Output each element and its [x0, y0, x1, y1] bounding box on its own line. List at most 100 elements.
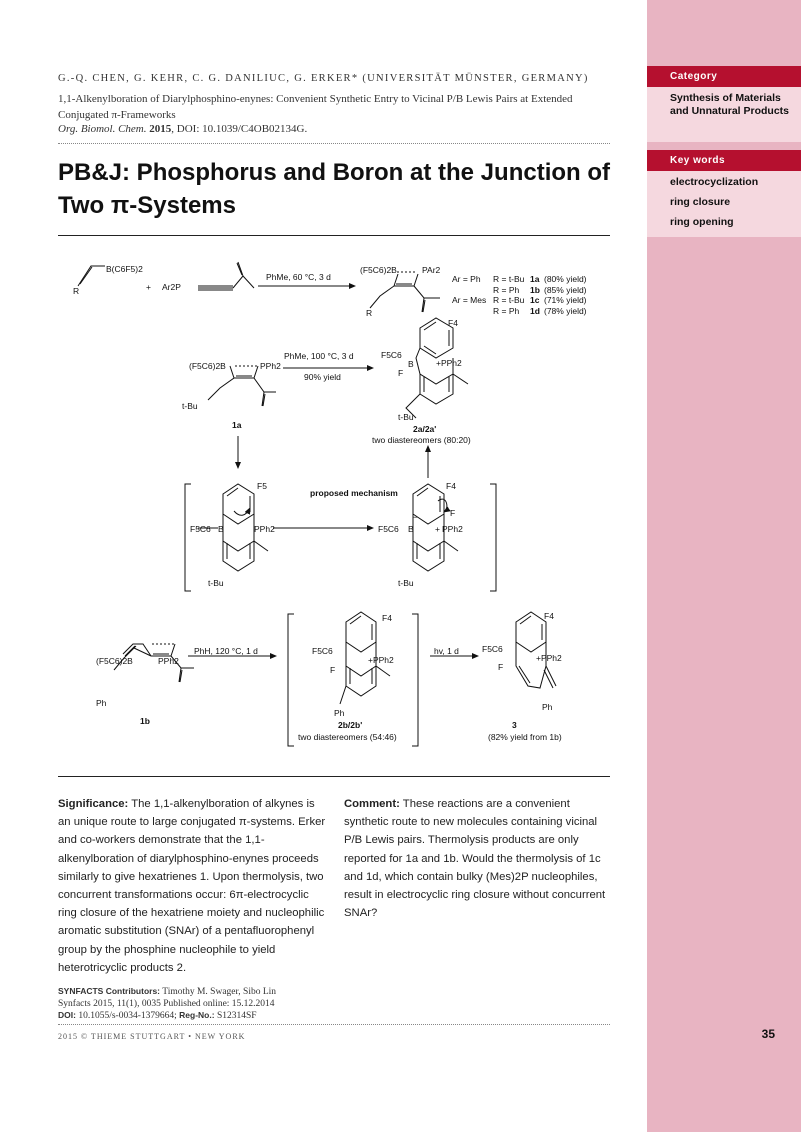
- page-number: 35: [761, 1027, 775, 1041]
- reactant-1a-phosphorus: PPh2: [260, 361, 281, 371]
- compound-1a-label: 1a: [232, 420, 242, 430]
- comment-paragraph: Comment: These reactions are a convenien…: [344, 795, 614, 922]
- reactant-1a-tbu: t-Bu: [182, 401, 198, 411]
- comment-text: These reactions are a convenient synthet…: [344, 798, 606, 920]
- reg-value: S12314SF: [216, 1011, 257, 1021]
- keywords-header: Key words: [647, 150, 801, 171]
- product-3-ph: Ph: [542, 702, 553, 712]
- mid-f4: F4: [382, 613, 392, 623]
- reagent-enyne: Ar2P: [162, 282, 181, 292]
- mechanism-label: proposed mechanism: [310, 488, 398, 498]
- mech-right-minus: −: [413, 512, 418, 522]
- reactant-1b-phosphorus: PPh2: [158, 656, 179, 666]
- result-id: 1c: [530, 295, 540, 305]
- product-1-phosphorus: PAr2: [422, 265, 441, 275]
- keyword-item: ring closure: [670, 196, 731, 208]
- journal-name: Org. Biomol. Chem.: [58, 123, 147, 135]
- journal-year: 2015: [149, 123, 172, 135]
- doi-label: DOI:: [58, 1010, 76, 1020]
- product-2-c6f5: F5C6: [381, 350, 402, 360]
- divider: [58, 235, 610, 236]
- conditions-3: PhH, 120 °C, 1 d: [194, 646, 258, 656]
- product-1-r: R: [366, 308, 372, 318]
- result-r: R = t-Bu: [493, 274, 525, 284]
- category-header: Category: [647, 66, 801, 87]
- conditions-2: PhMe, 100 °C, 3 d: [284, 351, 354, 361]
- product-3-fluorine: F: [498, 662, 503, 672]
- result-id: 1a: [530, 274, 540, 284]
- contributors-label: SYNFACTS Contributors:: [58, 986, 160, 996]
- significance-label: Significance:: [58, 798, 129, 810]
- mech-left-phosphorus: PPh2: [254, 524, 275, 534]
- contributors-block: SYNFACTS Contributors: Timothy M. Swager…: [58, 986, 276, 1023]
- keywords-box: electrocyclization ring closure ring ope…: [647, 171, 801, 237]
- result-ar: Ar = Mes: [452, 295, 486, 305]
- results-table: Ar = Ph R = t-Bu 1a (80% yield) R = Ph 1…: [452, 274, 587, 316]
- mech-left-tbu: t-Bu: [208, 578, 224, 588]
- product-2-f4: F4: [448, 318, 458, 328]
- result-id: 1b: [530, 285, 540, 295]
- yield-2: 90% yield: [304, 372, 341, 382]
- mech-right-boron: B: [408, 524, 414, 534]
- mech-right-c6f5: F5C6: [378, 524, 399, 534]
- reactant-1b-boron: (F5C6)2B: [96, 656, 133, 666]
- reactant-1b-ph: Ph: [96, 698, 107, 708]
- photolysis-conditions: hv, 1 d: [434, 646, 459, 656]
- divider: [58, 143, 610, 144]
- reg-label: Reg-No.:: [179, 1010, 215, 1020]
- result-yield: (78% yield): [544, 306, 587, 316]
- mech-right-f: F: [450, 508, 455, 518]
- comment-label: Comment:: [344, 798, 400, 810]
- reaction-scheme: B(C6F5)2 R + Ar2P PhMe, 60 °C, 3 d (F5C6…: [73, 261, 587, 747]
- mech-right-f4: F4: [446, 481, 456, 491]
- result-ar: Ar = Ph: [452, 274, 481, 284]
- product-2-fluorine: F: [398, 368, 403, 378]
- journal-doi: , DOI: 10.1039/C4OB02134G.: [171, 123, 308, 135]
- reactant-1a-boron: (F5C6)2B: [189, 361, 226, 371]
- synfacts-citation: Synfacts 2015, 11(1), 0035 Published onl…: [58, 998, 275, 1009]
- keyword-item: ring opening: [670, 216, 734, 228]
- mid-fluorine: F: [330, 665, 335, 675]
- mid-phosphonium: +PPh2: [368, 655, 394, 665]
- product-1-boron: (F5C6)2B: [360, 265, 397, 275]
- mid-id: 2b/2b': [338, 720, 362, 730]
- category-box: Synthesis of Materials and Unnatural Pro…: [647, 87, 801, 142]
- result-yield: (85% yield): [544, 285, 587, 295]
- product-2-id: 2a/2a': [413, 424, 436, 434]
- mech-left-boron: B: [218, 524, 224, 534]
- product-3-f4: F4: [544, 611, 554, 621]
- reagent-borane: B(C6F5)2: [106, 264, 143, 274]
- page-title: PB&J: Phosphorus and Boron at the Juncti…: [58, 159, 610, 219]
- mech-left-f5: F5: [257, 481, 267, 491]
- product-2-phosphonium: +PPh2: [436, 358, 462, 368]
- result-yield: (71% yield): [544, 295, 587, 305]
- mid-note: two diastereomers (54:46): [298, 732, 397, 742]
- doi-value: 10.1055/s-0034-1379664;: [78, 1011, 177, 1021]
- category-value: Synthesis of Materials and Unnatural Pro…: [670, 92, 790, 117]
- result-r: R = Ph: [493, 306, 519, 316]
- conditions-1: PhMe, 60 °C, 3 d: [266, 272, 331, 282]
- mid-c6f5: F5C6: [312, 646, 333, 656]
- result-id: 1d: [530, 306, 540, 316]
- mid-ph: Ph: [334, 708, 345, 718]
- keyword-item: electrocyclization: [670, 176, 759, 188]
- mech-right-phosphorus: PPh2: [442, 524, 463, 534]
- divider: [58, 1024, 610, 1025]
- result-r: R = Ph: [493, 285, 519, 295]
- divider: [58, 776, 610, 777]
- reagent-r: R: [73, 286, 79, 296]
- result-r: R = t-Bu: [493, 295, 525, 305]
- significance-text: The 1,1-alkenylboration of alkynes is an…: [58, 798, 326, 974]
- significance-paragraph: Significance: The 1,1-alkenylboration of…: [58, 795, 328, 977]
- product-2-tbu: t-Bu: [398, 412, 414, 422]
- contributors-names: Timothy M. Swager, Sibo Lin: [162, 987, 277, 997]
- product-3-note: (82% yield from 1b): [488, 732, 562, 742]
- product-3-phosphonium: +PPh2: [536, 653, 562, 663]
- mech-right-tbu: t-Bu: [398, 578, 414, 588]
- reference-title: 1,1-Alkenylboration of Diarylphosphino-e…: [58, 93, 573, 121]
- footer-copyright: 2015 © THIEME STUTTGART • NEW YORK: [58, 1032, 246, 1041]
- authors: G.-Q. CHEN, G. KEHR, C. G. DANILIUC, G. …: [58, 73, 589, 84]
- product-2-note: two diastereomers (80:20): [372, 435, 471, 445]
- mech-left-c6f5: F5C6: [190, 524, 211, 534]
- product-2-boron: B: [408, 359, 414, 369]
